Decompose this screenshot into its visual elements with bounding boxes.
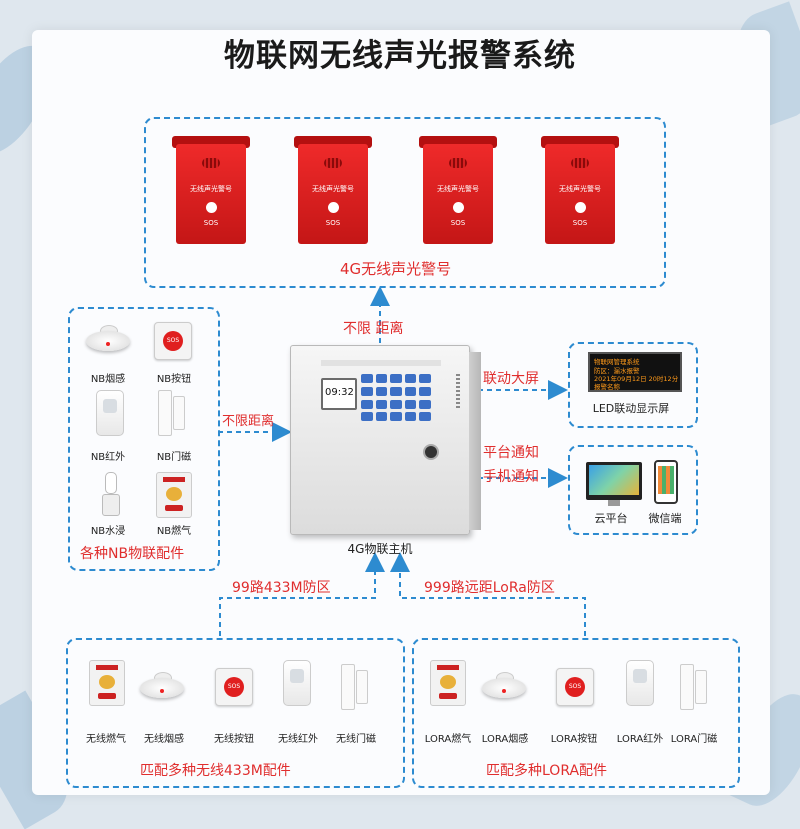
wechat-label: 微信端 bbox=[648, 512, 682, 525]
speaker-icon bbox=[202, 158, 220, 168]
platform-notify-label: 平台通知 bbox=[483, 445, 539, 461]
unlimited-distance-label: 不限 距离 bbox=[343, 321, 404, 337]
nb-smoke-detector bbox=[86, 325, 130, 355]
speaker-icon bbox=[324, 158, 342, 168]
speaker-icon bbox=[571, 158, 589, 168]
lora-item-label: LORA烟感 bbox=[481, 734, 529, 745]
sos-label: SOS bbox=[325, 219, 341, 227]
alarm-label: 无线声光警号 bbox=[559, 185, 601, 193]
wireless433-item-label: 无线燃气 bbox=[86, 734, 126, 745]
wireless433-item-label: 无线门磁 bbox=[336, 734, 376, 745]
nb-gas-detector bbox=[156, 472, 192, 518]
alarm-group-caption: 4G无线声光警号 bbox=[340, 260, 452, 278]
host-display: 09:32 bbox=[321, 378, 357, 410]
4g-iot-host: 09:32 bbox=[290, 345, 481, 535]
alarm-button bbox=[575, 202, 586, 213]
nb-water-sensor bbox=[100, 472, 120, 516]
wireless-door-sensor bbox=[341, 664, 369, 710]
line-lora-to-host bbox=[390, 552, 586, 636]
led-line: 报警名称 bbox=[594, 383, 620, 391]
lora-group-box bbox=[412, 638, 740, 788]
nb-group-caption: 各种NB物联配件 bbox=[80, 546, 185, 562]
nb-group-box bbox=[68, 307, 220, 571]
line-433-to-host bbox=[219, 552, 385, 636]
lora-gas-detector bbox=[430, 660, 466, 706]
sos-label: SOS bbox=[450, 219, 466, 227]
lora-sos-button: SOS bbox=[556, 668, 594, 706]
alarm-label: 无线声光警号 bbox=[437, 185, 479, 193]
nb-item-label: NB红外 bbox=[90, 452, 126, 463]
led-line: 物联网管理系统 bbox=[594, 358, 640, 366]
wireless-alarm-4: 无线声光警号 SOS bbox=[541, 136, 619, 246]
nb-door-sensor bbox=[158, 390, 186, 436]
lock-icon bbox=[423, 444, 439, 460]
wireless433-item-label: 无线按钮 bbox=[214, 734, 254, 745]
lora-item-label: LORA红外 bbox=[616, 734, 664, 745]
sos-label: SOS bbox=[572, 219, 588, 227]
led-line: 防区：漏水报警 bbox=[594, 367, 640, 375]
nb-sos-button: SOS bbox=[154, 322, 192, 360]
wechat-phone bbox=[654, 460, 678, 504]
host-keypad bbox=[361, 374, 431, 422]
lora-item-label: LORA门磁 bbox=[670, 734, 718, 745]
lora-door-sensor bbox=[680, 664, 708, 710]
alarm-label: 无线声光警号 bbox=[312, 185, 354, 193]
led-caption: LED联动显示屏 bbox=[592, 402, 670, 415]
sos-label: SOS bbox=[203, 219, 219, 227]
led-group-box bbox=[568, 342, 698, 428]
alarm-button bbox=[453, 202, 464, 213]
lora-item-label: LORA燃气 bbox=[424, 734, 472, 745]
wireless-smoke-detector bbox=[140, 672, 184, 702]
host-label: 4G物联主机 bbox=[347, 542, 413, 556]
cloud-label: 云平台 bbox=[594, 512, 628, 525]
alarm-label: 无线声光警号 bbox=[190, 185, 232, 193]
platform-group-box bbox=[568, 445, 698, 535]
nb-item-label: NB燃气 bbox=[156, 526, 192, 537]
nb-item-label: NB门磁 bbox=[156, 452, 192, 463]
wireless433-item-label: 无线红外 bbox=[278, 734, 318, 745]
wireless433-caption: 匹配多种无线433M配件 bbox=[140, 763, 291, 779]
nb-item-label: NB烟感 bbox=[90, 374, 126, 385]
led-display-screen: 物联网管理系统 防区：漏水报警 2021年09月12日 20时12分 报警名称 bbox=[588, 352, 682, 392]
phone-notify-label: 手机通知 bbox=[483, 469, 539, 485]
lora-smoke-detector bbox=[482, 672, 526, 702]
wireless-sos-button: SOS bbox=[215, 668, 253, 706]
nb-infrared-sensor bbox=[96, 390, 124, 436]
page-title: 物联网无线声光报警系统 bbox=[224, 38, 576, 74]
wireless-alarm-2: 无线声光警号 SOS bbox=[294, 136, 372, 246]
zone-433-label: 99路433M防区 bbox=[232, 580, 331, 596]
wireless433-item-label: 无线烟感 bbox=[144, 734, 184, 745]
wireless-alarm-1: 无线声光警号 SOS bbox=[172, 136, 250, 246]
alarm-button bbox=[206, 202, 217, 213]
cloud-platform-monitor bbox=[586, 462, 642, 506]
wireless-alarm-3: 无线声光警号 SOS bbox=[419, 136, 497, 246]
alarm-group-box bbox=[144, 117, 666, 288]
wireless-infrared-sensor bbox=[283, 660, 311, 706]
led-link-label: 联动大屏 bbox=[483, 371, 539, 387]
led-line: 2021年09月12日 20时12分 bbox=[594, 375, 679, 383]
nb-item-label: NB水浸 bbox=[90, 526, 126, 537]
lora-item-label: LORA按钮 bbox=[550, 734, 598, 745]
alarm-button bbox=[328, 202, 339, 213]
zone-lora-label: 999路远距LoRa防区 bbox=[424, 580, 555, 596]
lora-infrared-sensor bbox=[626, 660, 654, 706]
nb-link-label: 不限距离 bbox=[222, 414, 275, 429]
host-time: 09:32 bbox=[325, 387, 354, 398]
wireless-gas-detector bbox=[89, 660, 125, 706]
nb-item-label: NB按钮 bbox=[156, 374, 192, 385]
speaker-icon bbox=[449, 158, 467, 168]
wireless433-group-box bbox=[66, 638, 405, 788]
lora-caption: 匹配多种LORA配件 bbox=[486, 763, 608, 779]
